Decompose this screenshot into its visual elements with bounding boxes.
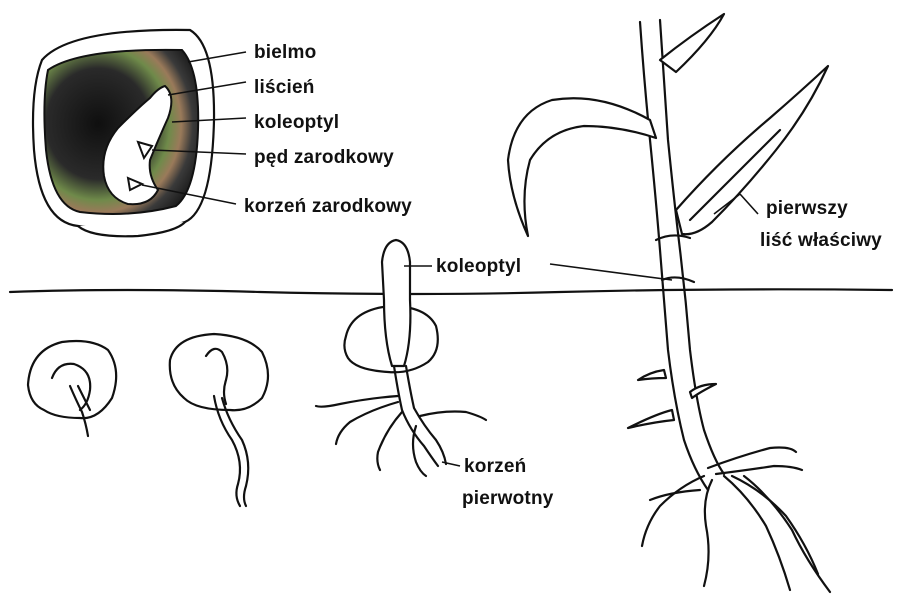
label-korzen-pierwotny-2: pierwotny	[462, 488, 554, 509]
label-korzen-zarodkowy: korzeń zarodkowy	[244, 196, 412, 217]
soil-line	[10, 289, 892, 294]
germination-stage-1	[28, 341, 116, 436]
label-liscien: liścień	[254, 77, 315, 98]
label-pierwszy-2: liść właściwy	[760, 230, 882, 251]
germination-stage-2	[170, 334, 268, 506]
label-pierwszy-1: pierwszy	[766, 198, 848, 219]
seed-cross-section	[33, 30, 214, 236]
label-koleoptyl-seed: koleoptyl	[254, 112, 339, 133]
germination-stage-4	[508, 14, 830, 592]
label-bielmo: bielmo	[254, 42, 316, 63]
label-ped-zarodkowy: pęd zarodkowy	[254, 147, 394, 168]
label-koleoptyl-seedling: koleoptyl	[436, 256, 521, 277]
label-korzen-pierwotny-1: korzeń	[464, 456, 526, 477]
